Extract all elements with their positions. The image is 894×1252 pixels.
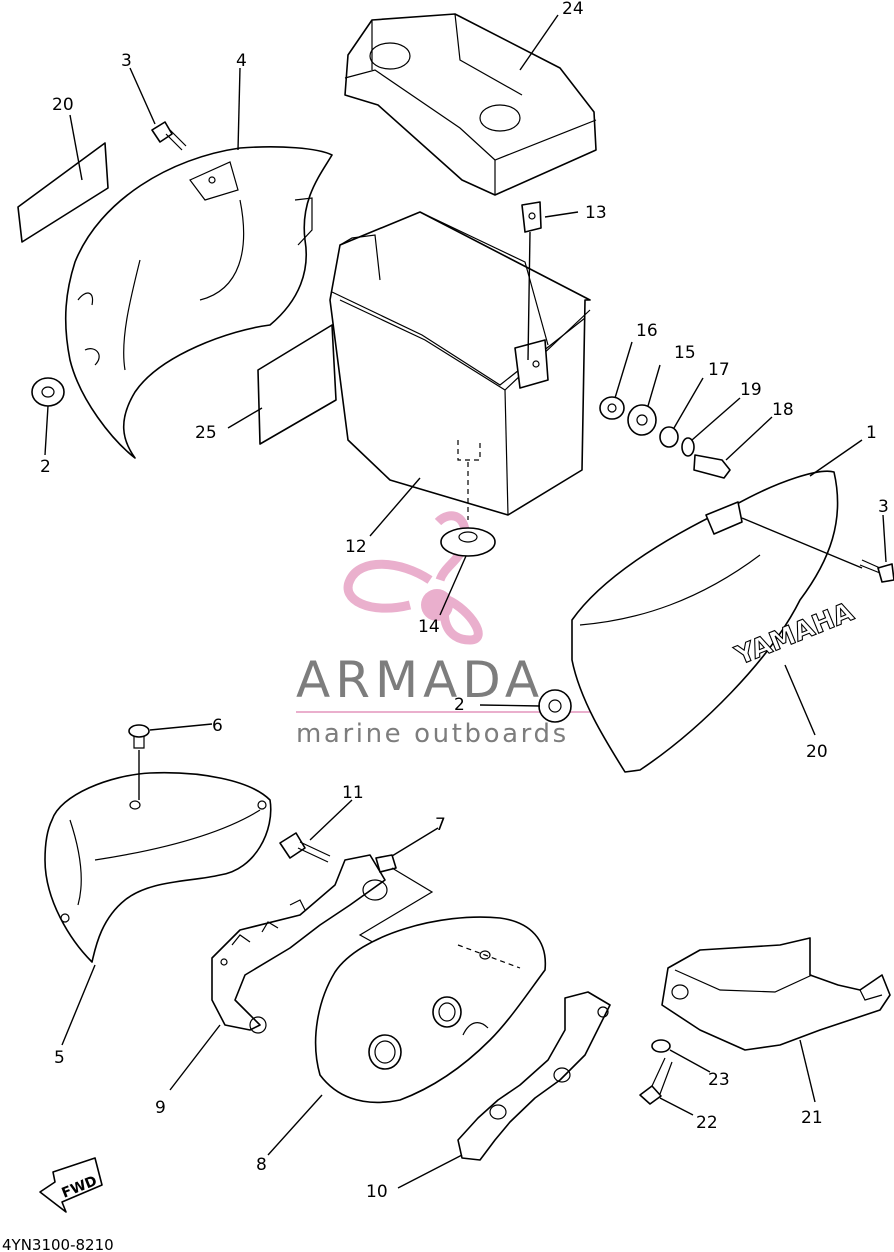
watermark-tagline: marine outboards: [296, 719, 569, 749]
callout-labels: 24 4 3 20 13 16 15 17 19 18 1 25 2 3 12 …: [40, 0, 889, 1202]
callout-20-left: 20: [52, 95, 74, 115]
watermark-logo: ARMADA marine outboards: [296, 511, 598, 749]
callout-10: 10: [366, 1182, 388, 1202]
part-18-bolt: [693, 454, 731, 479]
callout-21: 21: [801, 1108, 823, 1128]
part-16-collar: [599, 396, 625, 420]
callout-14: 14: [418, 617, 440, 637]
callout-3-right: 3: [878, 497, 889, 517]
callout-2-right: 2: [454, 695, 465, 715]
callout-11: 11: [342, 783, 364, 803]
part-13-clip: [521, 201, 542, 361]
callout-17: 17: [708, 360, 730, 380]
part-25-label-plate: [257, 324, 337, 445]
part-15-grommet: [627, 404, 657, 436]
part-21-bracket: [661, 937, 891, 1051]
part-5-cover: [44, 771, 272, 963]
part-20-decal-left: [17, 142, 109, 243]
callout-8: 8: [256, 1155, 267, 1175]
callout-12: 12: [345, 537, 367, 557]
callout-4: 4: [236, 51, 247, 71]
part-7-clip: [358, 854, 434, 946]
callout-9: 9: [155, 1098, 166, 1118]
leader-lines: [44, 14, 887, 1189]
part-2-grommet-right: [538, 689, 572, 723]
callout-6: 6: [212, 716, 223, 736]
diagram-code: 4YN3100-8210: [2, 1236, 114, 1252]
part-23-washer: [651, 1039, 671, 1053]
callout-2-left: 2: [40, 457, 51, 477]
fwd-direction-arrow: FWD: [39, 1157, 103, 1213]
callout-1: 1: [866, 423, 877, 443]
callout-25: 25: [195, 423, 217, 443]
callout-18: 18: [772, 400, 794, 420]
callout-22: 22: [696, 1113, 718, 1133]
watermark-brand: ARMADA: [296, 651, 544, 709]
callout-23: 23: [708, 1070, 730, 1090]
part-3-screw-right: [859, 559, 894, 583]
callout-5: 5: [54, 1048, 65, 1068]
part-10-bracket: [457, 991, 611, 1161]
part-14-damper: [440, 527, 496, 557]
part-3-screw-left: [151, 121, 187, 151]
part-22-bolt: [639, 1057, 673, 1105]
callout-13: 13: [585, 203, 607, 223]
callout-3-left: 3: [121, 51, 132, 71]
part-8-box: [314, 916, 547, 1104]
callout-24: 24: [562, 0, 584, 19]
part-24-battery: [344, 13, 597, 196]
part-2-grommet-left: [31, 377, 65, 407]
part-11-bolt: [279, 832, 331, 863]
part-9-bracket: [211, 854, 388, 1034]
part-1-side-cover-right: YAMAHA: [571, 470, 858, 773]
propeller-hub-icon: [421, 589, 453, 621]
callout-19: 19: [740, 380, 762, 400]
part-12-battery-box: [329, 211, 591, 520]
callout-16: 16: [636, 321, 658, 341]
part-4-side-cover-left: [64, 146, 333, 459]
part-6-screw: [128, 724, 150, 800]
callout-15: 15: [674, 343, 696, 363]
callout-7: 7: [435, 815, 446, 835]
callout-20-right: 20: [806, 742, 828, 762]
part-19-lock-washer: [681, 437, 695, 457]
part-17-washer: [659, 426, 679, 448]
